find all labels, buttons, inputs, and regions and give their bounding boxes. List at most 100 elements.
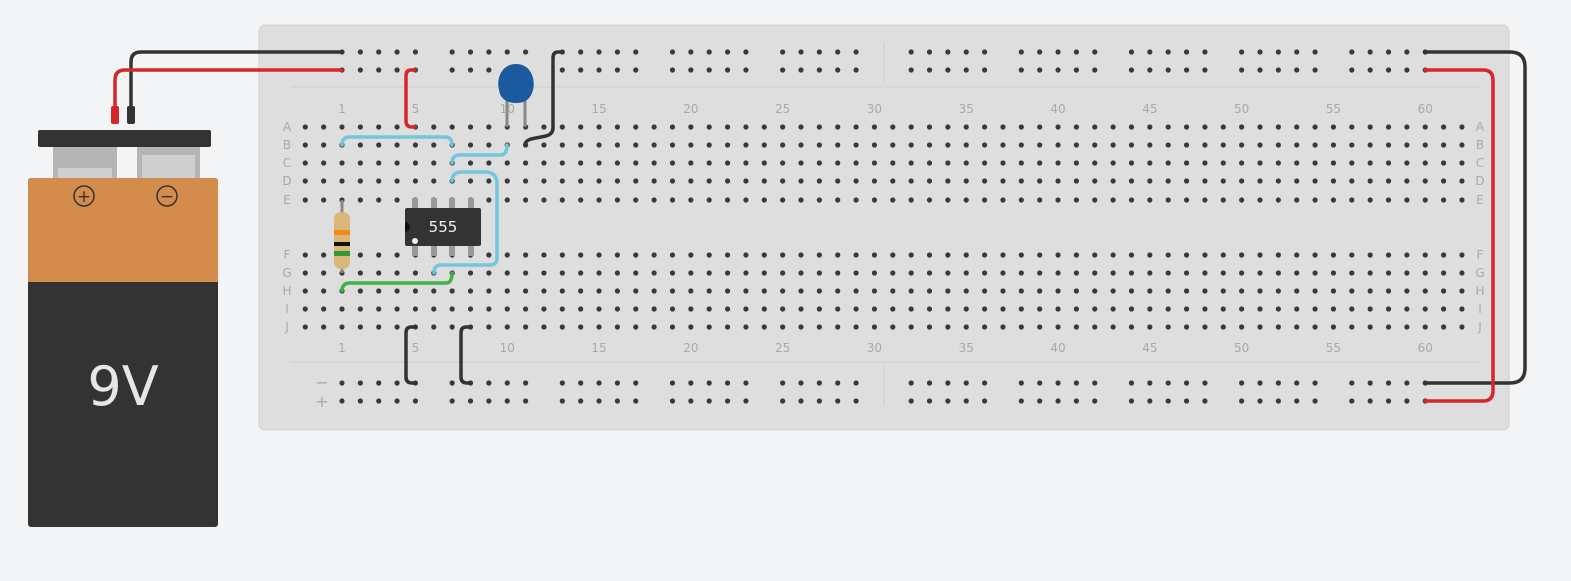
breadboard-hole[interactable] bbox=[302, 160, 308, 166]
breadboard-hole[interactable] bbox=[1239, 178, 1245, 184]
breadboard-hole[interactable] bbox=[541, 288, 547, 294]
breadboard-hole[interactable] bbox=[1110, 124, 1116, 130]
breadboard-hole[interactable] bbox=[1000, 197, 1006, 203]
breadboard-hole[interactable] bbox=[780, 252, 786, 258]
breadboard-hole[interactable] bbox=[1092, 398, 1098, 404]
breadboard-hole[interactable] bbox=[1459, 197, 1465, 203]
breadboard-hole[interactable] bbox=[926, 270, 933, 276]
breadboard-hole[interactable] bbox=[1404, 49, 1410, 55]
breadboard-hole[interactable] bbox=[1257, 160, 1263, 166]
breadboard-hole[interactable] bbox=[504, 306, 510, 312]
breadboard-hole[interactable] bbox=[890, 197, 896, 203]
breadboard-hole[interactable] bbox=[798, 398, 804, 404]
breadboard-hole[interactable] bbox=[1018, 142, 1024, 148]
breadboard-hole[interactable] bbox=[1037, 306, 1043, 312]
breadboard-hole[interactable] bbox=[1128, 252, 1135, 258]
breadboard-hole[interactable] bbox=[816, 324, 822, 330]
breadboard[interactable]: − + bbox=[258, 24, 1510, 431]
breadboard-hole[interactable] bbox=[1147, 288, 1153, 294]
breadboard-hole[interactable] bbox=[1073, 178, 1079, 184]
breadboard-hole[interactable] bbox=[1202, 67, 1208, 73]
breadboard-hole[interactable] bbox=[761, 160, 767, 166]
breadboard-hole[interactable] bbox=[559, 270, 565, 276]
breadboard-hole[interactable] bbox=[706, 178, 712, 184]
breadboard-hole[interactable] bbox=[523, 288, 529, 294]
breadboard-hole[interactable] bbox=[321, 124, 327, 130]
breadboard-hole[interactable] bbox=[1202, 252, 1208, 258]
breadboard-hole[interactable] bbox=[743, 306, 749, 312]
breadboard-hole[interactable] bbox=[614, 398, 621, 404]
breadboard-hole[interactable] bbox=[780, 49, 786, 55]
breadboard-hole[interactable] bbox=[835, 380, 841, 386]
breadboard-hole[interactable] bbox=[431, 178, 437, 184]
breadboard-hole[interactable] bbox=[1202, 178, 1208, 184]
breadboard-hole[interactable] bbox=[1459, 288, 1465, 294]
breadboard-hole[interactable] bbox=[835, 124, 841, 130]
breadboard-hole[interactable] bbox=[449, 398, 455, 404]
breadboard-hole[interactable] bbox=[724, 178, 731, 184]
breadboard-hole[interactable] bbox=[724, 197, 731, 203]
breadboard-hole[interactable] bbox=[688, 67, 694, 73]
breadboard-hole[interactable] bbox=[1147, 197, 1153, 203]
breadboard-hole[interactable] bbox=[1385, 252, 1392, 258]
breadboard-hole[interactable] bbox=[541, 197, 547, 203]
breadboard-hole[interactable] bbox=[1073, 252, 1079, 258]
breadboard-hole[interactable] bbox=[1055, 288, 1061, 294]
breadboard-hole[interactable] bbox=[614, 380, 621, 386]
breadboard-hole[interactable] bbox=[963, 49, 969, 55]
breadboard-hole[interactable] bbox=[633, 197, 639, 203]
breadboard-hole[interactable] bbox=[651, 270, 657, 276]
breadboard-hole[interactable] bbox=[1422, 288, 1428, 294]
breadboard-hole[interactable] bbox=[1018, 288, 1024, 294]
breadboard-hole[interactable] bbox=[394, 398, 400, 404]
breadboard-hole[interactable] bbox=[394, 306, 400, 312]
breadboard-hole[interactable] bbox=[1128, 306, 1135, 312]
breadboard-hole[interactable] bbox=[1073, 142, 1079, 148]
breadboard-hole[interactable] bbox=[669, 324, 676, 330]
breadboard-hole[interactable] bbox=[596, 288, 602, 294]
breadboard-hole[interactable] bbox=[1422, 197, 1428, 203]
breadboard-hole[interactable] bbox=[431, 324, 437, 330]
breadboard-hole[interactable] bbox=[504, 288, 510, 294]
breadboard-hole[interactable] bbox=[798, 270, 804, 276]
breadboard-hole[interactable] bbox=[1349, 252, 1355, 258]
breadboard-hole[interactable] bbox=[890, 178, 896, 184]
breadboard-hole[interactable] bbox=[945, 324, 951, 330]
breadboard-hole[interactable] bbox=[1257, 124, 1263, 130]
breadboard-hole[interactable] bbox=[1312, 288, 1318, 294]
breadboard-hole[interactable] bbox=[890, 142, 896, 148]
breadboard-hole[interactable] bbox=[688, 324, 694, 330]
breadboard-hole[interactable] bbox=[1239, 324, 1245, 330]
breadboard-hole[interactable] bbox=[486, 380, 492, 386]
breadboard-hole[interactable] bbox=[1183, 252, 1190, 258]
breadboard-hole[interactable] bbox=[761, 270, 767, 276]
breadboard-hole[interactable] bbox=[1202, 160, 1208, 166]
breadboard-hole[interactable] bbox=[871, 270, 878, 276]
breadboard-hole[interactable] bbox=[1404, 398, 1410, 404]
breadboard-hole[interactable] bbox=[798, 380, 804, 386]
breadboard-hole[interactable] bbox=[1202, 49, 1208, 55]
breadboard-hole[interactable] bbox=[302, 306, 308, 312]
breadboard-hole[interactable] bbox=[724, 124, 731, 130]
breadboard-hole[interactable] bbox=[1330, 124, 1337, 130]
wire-black-j5-rail[interactable] bbox=[404, 325, 417, 385]
breadboard-hole[interactable] bbox=[1018, 160, 1024, 166]
breadboard-hole[interactable] bbox=[357, 380, 363, 386]
breadboard-hole[interactable] bbox=[798, 178, 804, 184]
breadboard-hole[interactable] bbox=[890, 270, 896, 276]
breadboard-hole[interactable] bbox=[467, 160, 474, 166]
breadboard-hole[interactable] bbox=[1404, 270, 1410, 276]
breadboard-hole[interactable] bbox=[669, 67, 676, 73]
breadboard-hole[interactable] bbox=[1128, 270, 1135, 276]
breadboard-hole[interactable] bbox=[431, 160, 437, 166]
breadboard-hole[interactable] bbox=[376, 398, 382, 404]
breadboard-hole[interactable] bbox=[321, 306, 327, 312]
breadboard-hole[interactable] bbox=[1110, 306, 1116, 312]
breadboard-hole[interactable] bbox=[871, 288, 878, 294]
breadboard-hole[interactable] bbox=[431, 142, 437, 148]
breadboard-hole[interactable] bbox=[394, 124, 400, 130]
breadboard-hole[interactable] bbox=[578, 324, 584, 330]
breadboard-hole[interactable] bbox=[1165, 270, 1171, 276]
breadboard-hole[interactable] bbox=[1220, 306, 1226, 312]
breadboard-hole[interactable] bbox=[559, 306, 565, 312]
